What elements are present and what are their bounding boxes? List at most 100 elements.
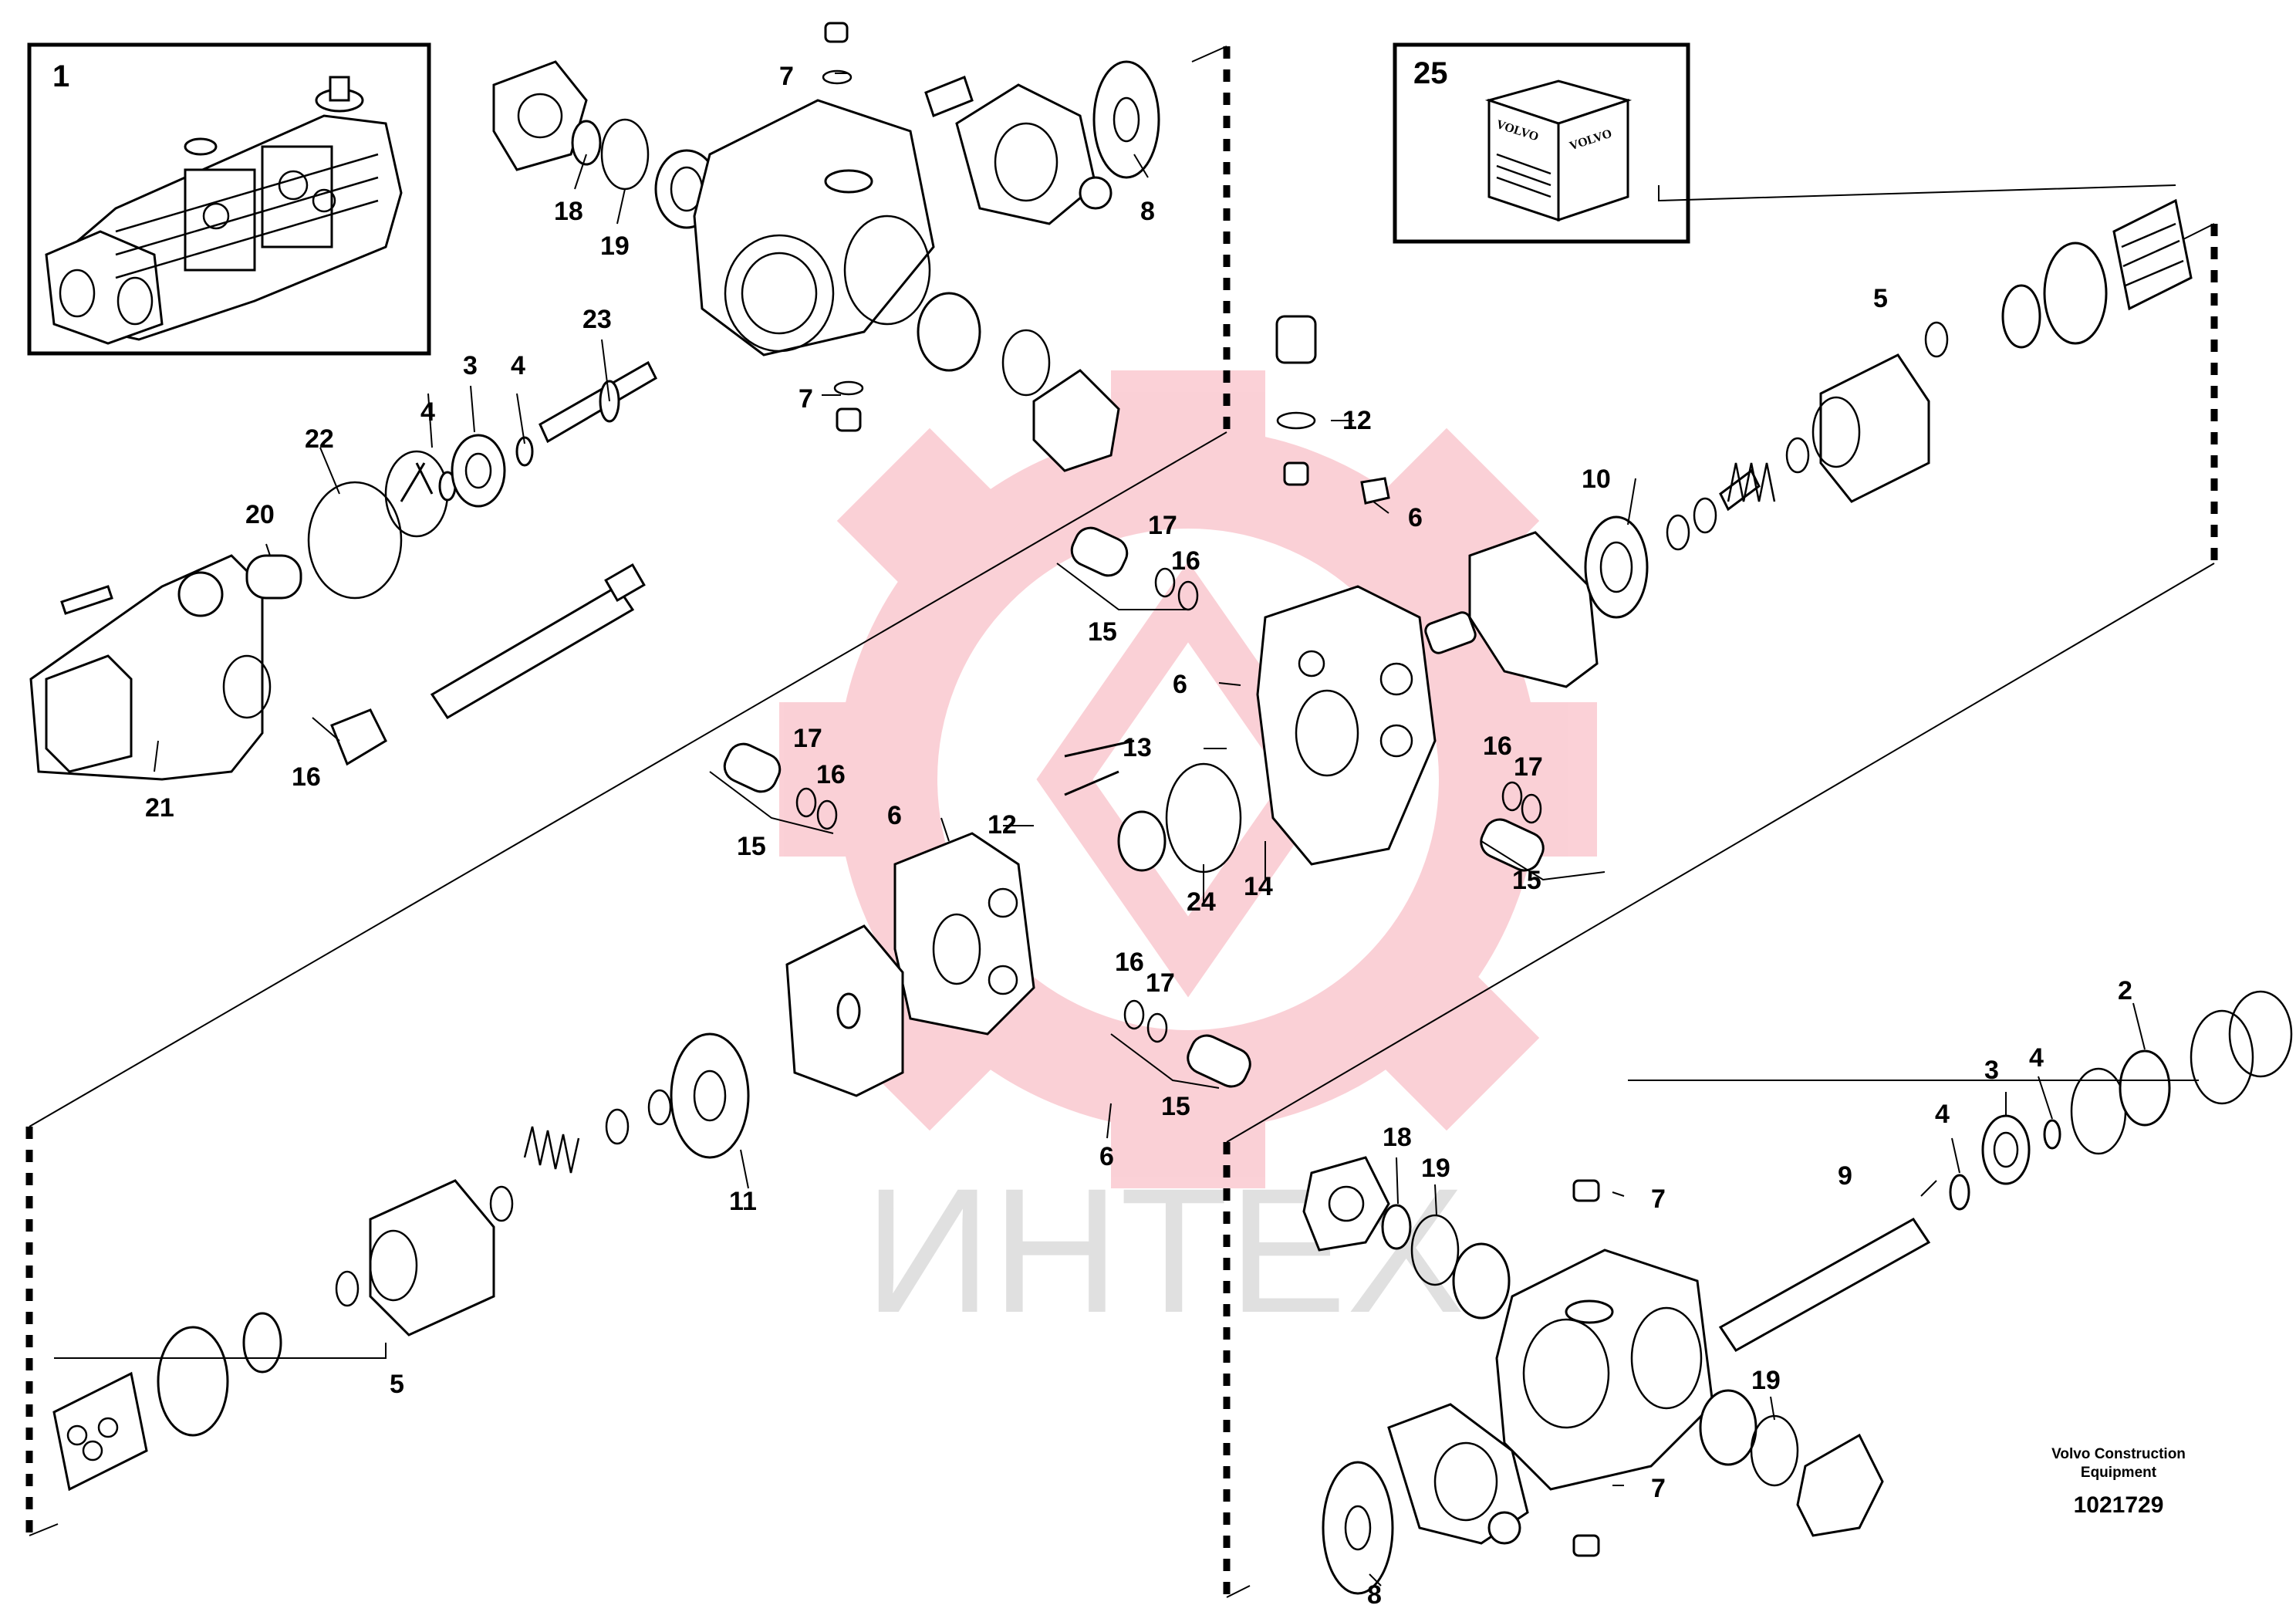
callout-7-top-a: 7 [779,62,794,91]
credit-line-2: Equipment [2081,1465,2157,1481]
assembly-inset-box: 1 [27,42,431,356]
callout-17-c: 17 [1514,752,1543,782]
front-gear-pump-group [29,434,646,781]
bottom-seal-2 [2119,1049,2171,1127]
drive-shaft-top [539,360,657,444]
callout-6-left: 6 [887,801,902,830]
callout-18-bottom: 18 [1383,1123,1412,1152]
top-rear-cover [1032,369,1120,472]
callout-12-mid: 12 [988,810,1017,840]
callout-13: 13 [1123,733,1152,762]
callout-15-b: 15 [737,832,766,861]
coupling-sleeve [245,554,302,600]
cap-screw-left [60,585,113,615]
callout-15-d: 15 [1161,1092,1190,1121]
callout-6-mid: 6 [1173,670,1187,699]
document-number: 1021729 [2074,1492,2164,1518]
top-plug [824,22,849,43]
callout-3-top: 3 [463,351,478,380]
callout-17-d: 17 [1146,968,1175,998]
central-control-block [893,315,1477,1036]
drive-shaft-bottom [1718,1218,1931,1352]
top-o-ring [600,118,650,191]
callout-16-e: 16 [292,762,321,792]
top-thrust-plate [1092,60,1160,179]
top-pump-housing [693,99,935,357]
bottom-rear-cover [1796,1433,1884,1537]
callout-24: 24 [1187,887,1216,917]
bottom-swash-housing [1387,1403,1529,1545]
bottom-thrust-plate [1322,1461,1394,1595]
callout-6-top: 6 [1408,503,1423,532]
right-retainer-plate [2043,242,2108,345]
lower-valve-block [893,832,1035,1036]
bottom-plug [1572,1179,1600,1202]
callout-20: 20 [245,500,275,529]
callout-5-left: 5 [390,1370,404,1399]
right-port-plate [1468,531,1599,688]
callout-14: 14 [1244,872,1273,901]
upper-valve-block [1256,585,1437,866]
bottom-pump-group [1302,990,2293,1595]
callout-2: 2 [2118,976,2132,1005]
coupling-10 [1424,611,1477,654]
left-piston-pump-group [52,924,904,1492]
callout-19-top: 19 [600,231,630,261]
callout-10: 10 [1582,465,1611,494]
callout-22: 22 [305,424,334,454]
plug-12-top [1275,315,1317,364]
callout-15-a: 15 [1088,617,1117,647]
sleeve-24 [1117,810,1167,872]
bottom-front-bearing [1981,1114,2031,1185]
left-valve-plate [670,1032,750,1159]
callout-16-c: 16 [1483,732,1512,761]
callout-15-c: 15 [1512,866,1541,895]
right-pistons [2112,198,2193,311]
kit-inset-label: 25 [1413,56,1448,90]
callout-numbers: 2 3 3 4 4 4 4 5 5 6 6 6 6 7 7 7 7 8 8 9 … [145,62,2132,1610]
callout-8-top: 8 [1140,197,1155,226]
credit-line-1: Volvo Construction [2051,1446,2186,1462]
callout-17-a: 17 [1148,511,1177,540]
assembled-pump-illustration [45,76,403,345]
top-seal-ring [571,120,602,166]
callout-3-bottom: 3 [1984,1056,1999,1085]
callout-6-bottom: 6 [1099,1142,1114,1171]
callout-12-top: 12 [1342,406,1372,435]
callout-17-b: 17 [793,724,822,753]
bottom-o-ring [1410,1214,1460,1286]
callout-18-top: 18 [554,197,583,226]
credit-block: Volvo Construction Equipment 1021729 [2051,1446,2186,1518]
bottom-bearing [1452,1242,1511,1320]
top-rear-bearing [917,292,981,372]
callout-21: 21 [145,793,174,823]
assembly-inset-label: 1 [52,59,69,93]
right-piston-pump-group [1468,198,2193,688]
bottom-flange-plate [1302,1156,1390,1252]
callout-4-bottom-b: 4 [2029,1043,2044,1073]
callout-16-b: 16 [816,760,846,789]
large-o-ring [307,481,403,600]
callout-16-a: 16 [1171,546,1200,576]
kit-box-icon: VOLVO VOLVO [1484,79,1633,222]
callout-19-bottom-b: 19 [1751,1366,1781,1395]
callout-11: 11 [729,1187,757,1216]
top-pump-group [492,22,1160,472]
top-flange-plate [492,60,588,171]
o-ring-24 [1165,762,1242,874]
relief-valve-a [1070,526,1129,577]
callout-9: 9 [1838,1161,1852,1191]
callout-5-right: 5 [1873,284,1888,313]
callout-4-bottom-a: 4 [1935,1100,1950,1129]
dashed-boundaries [25,46,2218,1598]
bottom-pump-housing [1495,1249,1714,1491]
callout-19-bottom-a: 19 [1421,1154,1450,1183]
relief-valve-c [1480,818,1545,872]
callout-4-top-b: 4 [511,351,525,380]
callout-7-bottom-a: 7 [1651,1184,1666,1214]
right-cylinder-block [1819,353,1930,503]
front-bearing [451,434,506,508]
top-bottom-plug [836,407,862,432]
elbow-fitting [330,708,387,766]
left-cylinder-block [369,1179,495,1336]
